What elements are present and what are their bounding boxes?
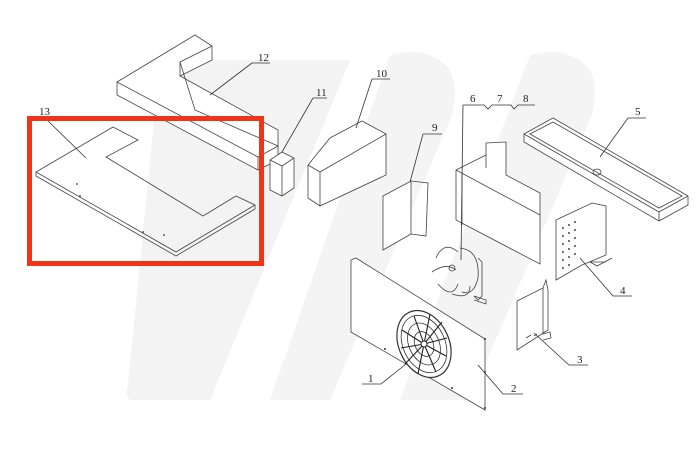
label-10: 10 <box>376 68 388 80</box>
label-2: 2 <box>511 383 517 395</box>
label-5: 5 <box>635 106 641 118</box>
part-13-base-plate <box>35 126 256 257</box>
part-11-block <box>269 151 295 197</box>
leader-lines <box>43 62 646 395</box>
part-10-block <box>307 120 387 207</box>
label-12: 12 <box>258 52 269 64</box>
part-9-partition <box>382 180 429 251</box>
label-4: 4 <box>620 285 626 297</box>
part-4-perforated-cover <box>555 202 613 281</box>
label-3: 3 <box>577 354 583 366</box>
highlight-box-part-13 <box>27 116 264 266</box>
label-11: 11 <box>316 87 327 99</box>
part-5-top-tray <box>523 117 689 222</box>
fan-motor <box>431 246 487 305</box>
label-1: 1 <box>368 373 374 385</box>
label-6: 6 <box>470 93 476 105</box>
label-7: 7 <box>497 93 503 105</box>
label-13: 13 <box>39 106 51 118</box>
part-12-duct <box>116 34 279 171</box>
part-labels: 13 12 11 10 9 6 7 8 5 4 3 2 1 <box>39 52 641 395</box>
part-3-side-panel <box>516 278 552 351</box>
part-1-fan-grille <box>396 309 452 379</box>
label-8: 8 <box>523 93 529 105</box>
label-9: 9 <box>432 122 438 134</box>
